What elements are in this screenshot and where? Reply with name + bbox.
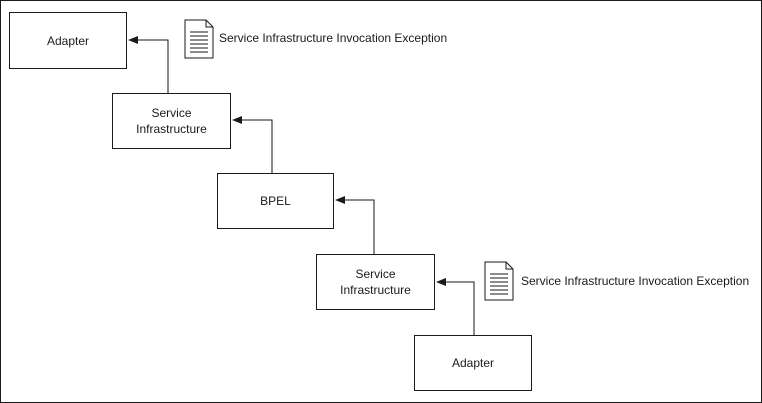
- node-service-infrastructure-top: Service Infrastructure: [112, 93, 231, 149]
- edge-service-infra-top-to-adapter-top: [128, 36, 169, 93]
- node-adapter-bottom: Adapter: [414, 335, 532, 391]
- edge-bpel-to-service-infra-top: [232, 116, 273, 173]
- exception-note-top: Service Infrastructure Invocation Except…: [219, 31, 448, 45]
- edge-adapter-bottom-to-service-infra-bottom: [436, 278, 475, 335]
- document-icon: [484, 261, 514, 301]
- document-icon: [184, 19, 214, 59]
- exception-note-bottom: Service Infrastructure Invocation Except…: [521, 274, 750, 288]
- node-bpel: BPEL: [217, 173, 334, 229]
- edge-service-infra-bottom-to-bpel: [335, 196, 375, 254]
- node-service-infrastructure-bottom: Service Infrastructure: [316, 254, 435, 310]
- node-adapter-top: Adapter: [9, 12, 127, 69]
